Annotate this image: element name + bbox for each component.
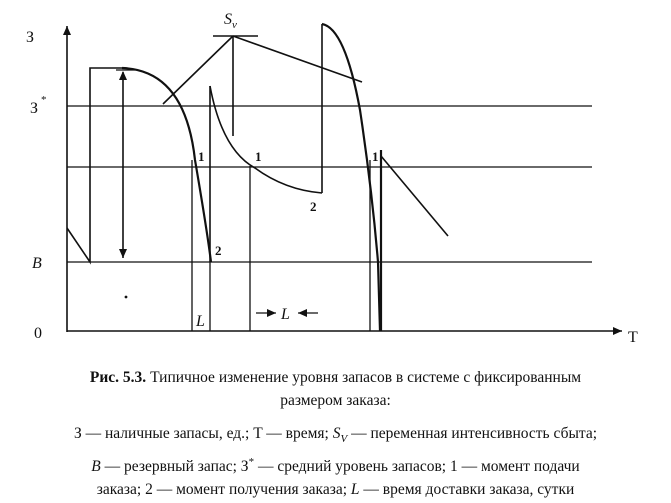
inventory-curve-tail: [380, 155, 449, 237]
legend-text-1b: — переменная интенсивность сбыта;: [347, 425, 598, 442]
legend-sv: S: [332, 425, 341, 442]
lead-time-label-b: L: [280, 306, 290, 323]
y-axis-label: З: [26, 29, 34, 46]
origin-label: 0: [34, 325, 42, 342]
sv-line-rise: [162, 35, 234, 105]
lead-time-label-a: L: [195, 313, 205, 330]
sv-label: Sv: [224, 11, 237, 31]
legend-avg-mark: *: [248, 456, 255, 469]
level-avg-label: З: [30, 100, 38, 117]
inventory-curve-drop-1: [121, 66, 213, 263]
caption-prefix: Рис. 5.3.: [89, 369, 147, 386]
legend-text-3b: — время доставки заказа, сутки: [359, 481, 575, 499]
level-avg-mark: *: [41, 94, 47, 106]
caption-text-1: Типичное изменение уровня запасов в сист…: [146, 369, 582, 386]
point-2-label-a: 2: [215, 243, 222, 258]
sv-line-fall: [232, 35, 363, 83]
legend-text-2a: — резервный запас; З: [100, 458, 249, 476]
legend-line-3: заказа; 2 — момент получения заказа; L —…: [0, 478, 671, 501]
diagram-svg: З T 0 З * B Sv 1 1 1 2 2 L L: [26, 11, 638, 346]
legend-l: L: [350, 481, 360, 499]
legend-line-2: B — резервный запас; З* — средний уровен…: [0, 451, 671, 478]
level-reserve-label: B: [32, 255, 42, 272]
figure-legend: З — наличные запасы, ед.; T — время; SV …: [0, 422, 671, 501]
legend-b: B: [91, 458, 101, 476]
caption-line-2: размером заказа:: [280, 392, 391, 409]
legend-sv-sub: V: [340, 433, 348, 446]
point-1-label-b: 1: [255, 149, 262, 164]
inventory-curve-drop-3: [321, 22, 382, 332]
inventory-curve-drop-2: [209, 85, 323, 194]
legend-text-1a: З — наличные запасы, ед.; T — время;: [73, 425, 333, 442]
x-axis-label: T: [628, 329, 638, 346]
point-2-label-b: 2: [310, 199, 317, 214]
point-1-label-c: 1: [372, 149, 379, 164]
legend-line-1: З — наличные запасы, ед.; T — время; SV …: [0, 422, 671, 451]
caption-line-1: Рис. 5.3. Типичное изменение уровня запа…: [0, 366, 671, 389]
legend-text-2c: — средний уровень запасов; 1 — момент по…: [254, 458, 580, 476]
stray-dot: [124, 295, 128, 299]
point-1-label-a: 1: [198, 149, 205, 164]
inventory-diagram: З T 0 З * B Sv 1 1 1 2 2 L L: [26, 11, 638, 346]
legend-text-3a: заказа; 2 — момент получения заказа;: [96, 481, 351, 499]
inventory-curve-start: [66, 67, 122, 265]
figure-caption: Рис. 5.3. Типичное изменение уровня запа…: [0, 366, 671, 412]
